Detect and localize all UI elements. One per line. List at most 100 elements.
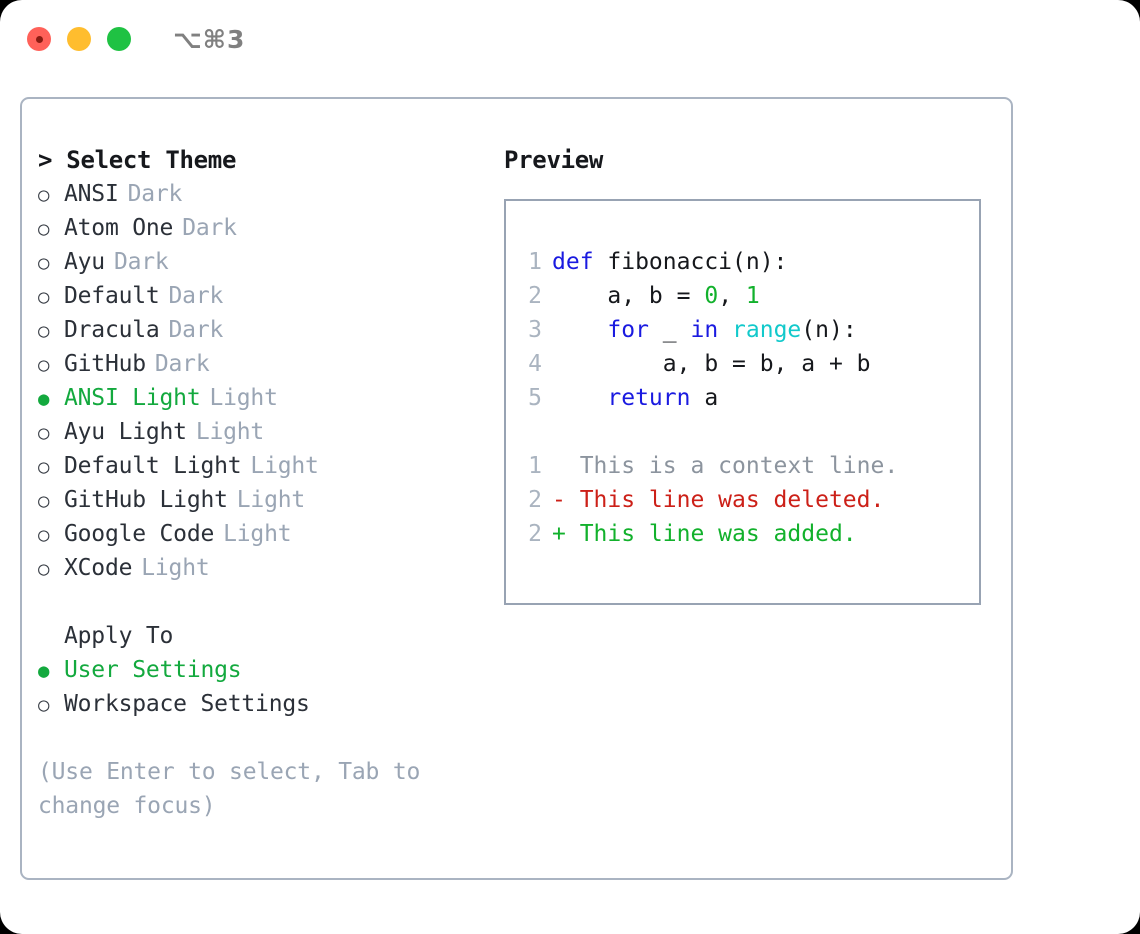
maximize-button-icon[interactable]	[107, 27, 131, 51]
code-token-kw: for	[607, 317, 649, 343]
minimize-button-icon[interactable]	[67, 27, 91, 51]
theme-option-variant: Light	[250, 453, 319, 479]
code-token-pl	[718, 317, 732, 343]
code-line-number: 2	[528, 283, 542, 309]
theme-option-default[interactable]: ○ Default Dark	[38, 279, 478, 313]
theme-option-variant: Light	[236, 487, 306, 513]
keyboard-shortcut-label: ⌥⌘3	[173, 24, 246, 54]
select-theme-header: > Select Theme	[38, 146, 237, 174]
theme-option-variant: Dark	[182, 215, 237, 241]
preview-title: Preview	[504, 146, 604, 174]
code-token-pl: _	[648, 317, 691, 343]
radio-unselected-icon[interactable]: ○	[38, 252, 50, 274]
radio-unselected-icon[interactable]: ○	[38, 558, 50, 580]
theme-option-variant: Light	[141, 555, 210, 581]
diff-line-number: 2	[528, 521, 542, 547]
radio-unselected-icon[interactable]: ○	[38, 184, 50, 206]
code-line: 5 return a	[506, 381, 979, 415]
window-titlebar: ⌥⌘3	[0, 0, 1140, 78]
code-token-pl: a, b = b, a + b	[552, 351, 871, 377]
theme-option-variant: Dark	[127, 181, 183, 207]
code-line: 2 a, b = 0, 1	[506, 279, 979, 313]
apply-to-list: ● User Settings ○ Workspace Settings	[38, 653, 478, 721]
code-line-text: return a	[552, 381, 718, 415]
theme-option-label: Ayu	[64, 249, 105, 275]
code-line: 4 a, b = b, a + b	[506, 347, 979, 381]
radio-selected-icon[interactable]: ●	[38, 660, 50, 682]
diff-line: 2 + This line was added.	[506, 517, 979, 551]
diff-line-text-add: + This line was added.	[552, 521, 857, 547]
code-token-pl	[552, 385, 607, 411]
theme-option-label: Default	[64, 283, 160, 309]
apply-to-option-user-settings[interactable]: ● User Settings	[38, 653, 478, 687]
code-token-fn: range	[732, 317, 802, 343]
apply-to-option-label: User Settings	[64, 657, 242, 683]
radio-unselected-icon[interactable]: ○	[38, 354, 50, 376]
theme-option-variant: Dark	[154, 351, 210, 377]
theme-option-variant: Dark	[168, 317, 224, 343]
diff-line-number: 2	[528, 487, 542, 513]
diff-line-text-del: - This line was deleted.	[552, 487, 885, 513]
traffic-lights	[27, 27, 131, 51]
theme-option-label: ANSI	[64, 181, 119, 207]
apply-to-option-label: Workspace Settings	[64, 691, 310, 717]
theme-option-atom-one[interactable]: ○ Atom One Dark	[38, 211, 478, 245]
code-token-num: 0	[704, 283, 719, 309]
theme-option-label: Default Light	[64, 453, 242, 479]
theme-option-google-code[interactable]: ○ Google Code Light	[38, 517, 478, 551]
theme-option-label: XCode	[64, 555, 133, 581]
radio-unselected-icon[interactable]: ○	[38, 286, 50, 308]
theme-option-variant: Light	[209, 385, 278, 411]
code-token-kw: in	[690, 317, 719, 343]
code-line-number: 1	[528, 249, 542, 275]
code-token-pl: fibonacci(n):	[593, 249, 788, 275]
theme-option-ansi[interactable]: ○ ANSI Dark	[38, 177, 478, 211]
code-line-text: for _ in range(n):	[552, 313, 857, 347]
section-spacer	[38, 585, 478, 619]
radio-unselected-icon[interactable]: ○	[38, 320, 50, 342]
theme-option-default-light[interactable]: ○ Default Light Light	[38, 449, 478, 483]
code-token-pl: (n):	[801, 317, 857, 343]
code-token-num: 1	[745, 283, 760, 309]
apply-to-header: Apply To	[64, 623, 174, 649]
radio-unselected-icon[interactable]: ○	[38, 524, 50, 546]
code-token-kw: def	[552, 249, 594, 275]
diff-line: 1 This is a context line.	[506, 449, 979, 483]
radio-unselected-icon[interactable]: ○	[38, 490, 50, 512]
keyboard-hint-text: (Use Enter to select, Tab to change focu…	[38, 759, 421, 819]
theme-option-ayu[interactable]: ○ Ayu Dark	[38, 245, 478, 279]
theme-option-variant: Dark	[113, 249, 169, 275]
theme-option-variant: Light	[223, 521, 292, 547]
code-line-number: 4	[528, 351, 542, 377]
radio-unselected-icon[interactable]: ○	[38, 694, 50, 716]
radio-selected-icon[interactable]: ●	[38, 388, 50, 410]
code-line-number: 3	[528, 317, 542, 343]
code-line-text: a, b = 0, 1	[552, 279, 760, 313]
apply-to-option-workspace-settings[interactable]: ○ Workspace Settings	[38, 687, 478, 721]
theme-option-label: Google Code	[64, 521, 215, 547]
code-diff-spacer	[506, 415, 979, 449]
code-line-text: def fibonacci(n):	[552, 245, 787, 279]
theme-option-xcode[interactable]: ○ XCode Light	[38, 551, 478, 585]
radio-unselected-icon[interactable]: ○	[38, 456, 50, 478]
diff-line-text-ctx: This is a context line.	[552, 453, 899, 479]
theme-option-variant: Dark	[168, 283, 224, 309]
radio-unselected-icon[interactable]: ○	[38, 422, 50, 444]
code-line-number: 5	[528, 385, 542, 411]
close-button-icon[interactable]	[27, 27, 51, 51]
radio-unselected-icon[interactable]: ○	[38, 218, 50, 240]
theme-option-label: Atom One	[64, 215, 174, 241]
diff-line: 2 - This line was deleted.	[506, 483, 979, 517]
